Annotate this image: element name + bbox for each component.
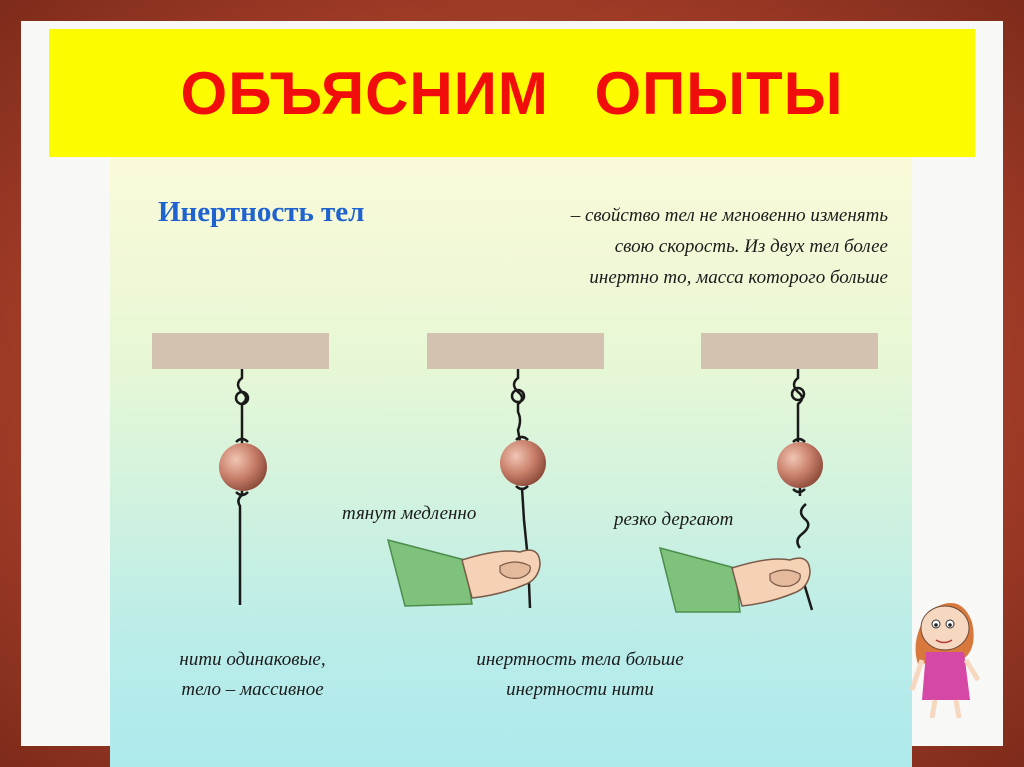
definition-line-2: свою скорость. Из двух тел более <box>614 236 888 257</box>
caption-left-line-2: тело – массивное <box>181 679 324 700</box>
caption-left: нити одинаковые, тело – массивное <box>140 645 365 705</box>
ball-right <box>777 442 823 488</box>
definition-line-1: – свойство тел не мгновенно изменять <box>570 205 888 226</box>
setup-middle <box>510 369 532 609</box>
definition-text: – свойство тел не мгновенно изменять сво… <box>470 200 888 293</box>
setup-right <box>790 369 814 611</box>
caption-left-line-1: нити одинаковые, <box>179 649 326 670</box>
beam-right <box>701 333 878 369</box>
label-pull-slow: тянут медленно <box>342 503 477 524</box>
caption-middle-line-2: инертности нити <box>506 679 654 700</box>
label-jerk: резко дергают <box>614 509 734 530</box>
title-bar: ОБЪЯСНИМ ОПЫТЫ <box>49 29 975 157</box>
slide-title: ОБЪЯСНИМ ОПЫТЫ <box>180 59 844 127</box>
caption-middle: инертность тела больше инертности нити <box>430 645 730 705</box>
definition-line-3: инертно то, масса которого больше <box>589 267 888 288</box>
beam-middle <box>427 333 604 369</box>
beam-left <box>152 333 329 369</box>
hand-middle <box>386 538 541 607</box>
caption-middle-line-1: инертность тела больше <box>476 649 684 670</box>
hand-right <box>658 546 811 613</box>
girl-illustration <box>909 603 981 719</box>
ball-middle <box>500 440 546 486</box>
heading-inertia: Инертность тел <box>158 196 365 228</box>
ball-left <box>219 443 267 491</box>
